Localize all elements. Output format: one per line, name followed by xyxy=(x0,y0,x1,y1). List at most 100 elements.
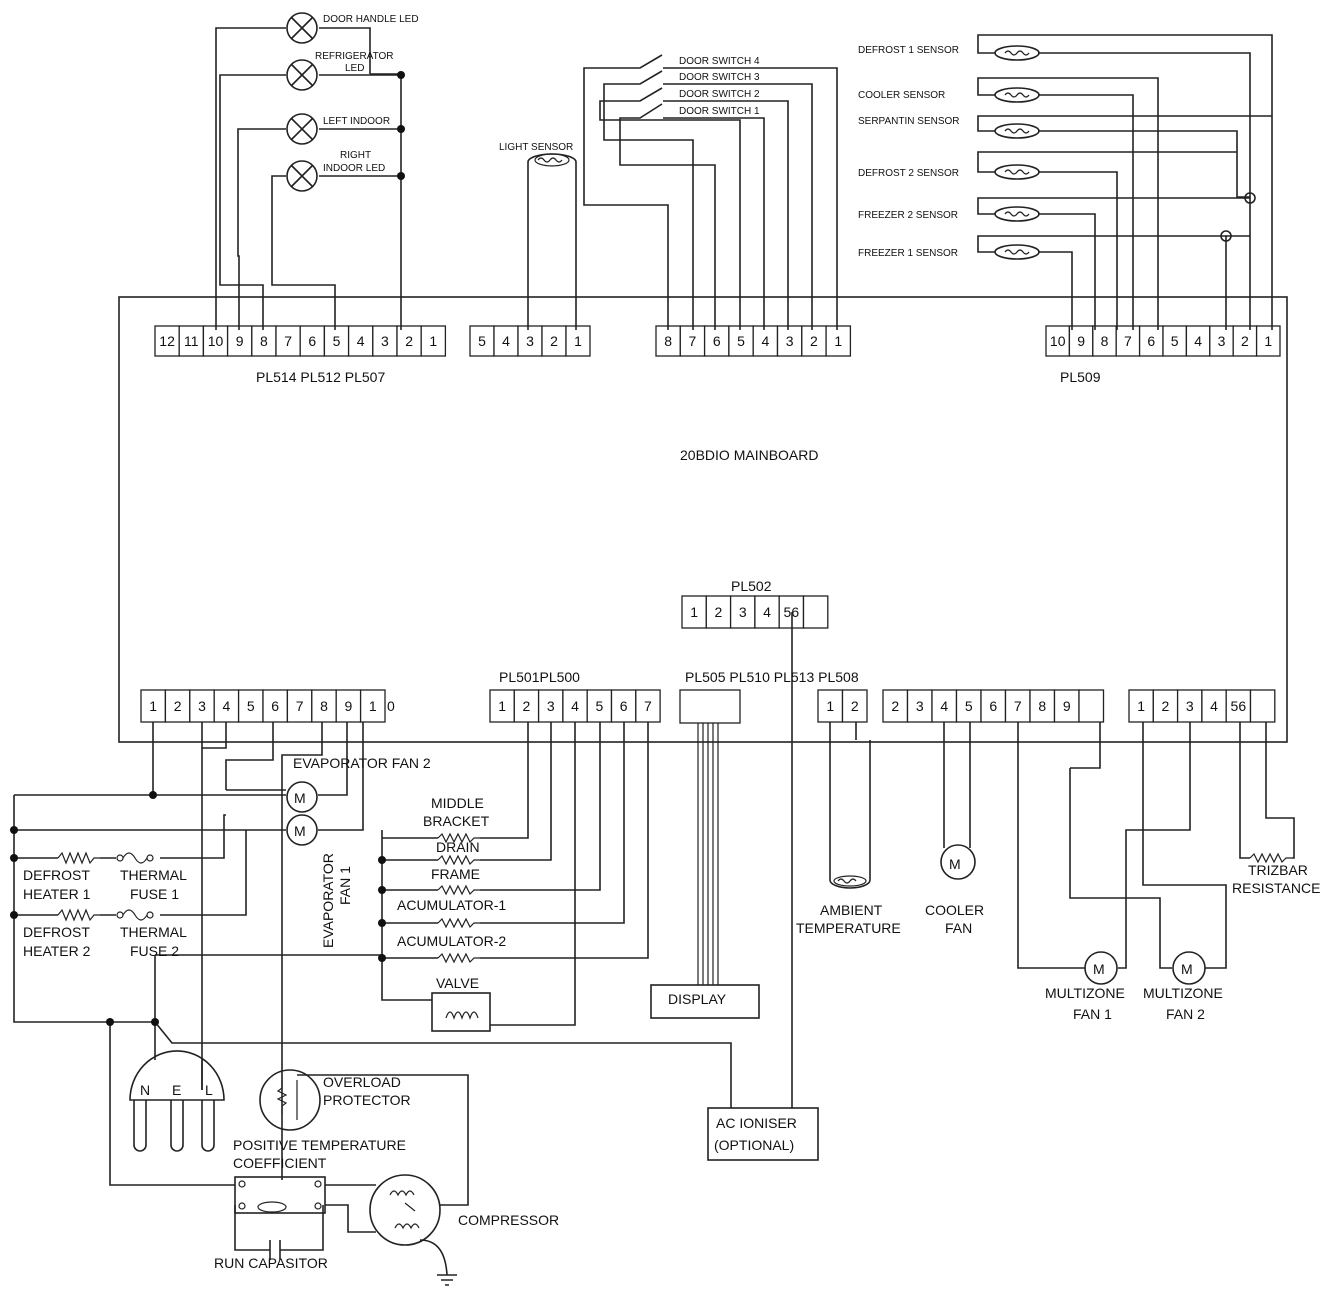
ac-ioniser-box xyxy=(707,1107,819,1161)
light-sensor-conn-pin: 4 xyxy=(493,325,519,357)
evaporator-fan-1-icon: M xyxy=(286,814,318,846)
pl514-pin-label: 1 xyxy=(429,333,437,349)
run-capacitor-icon xyxy=(269,1240,281,1260)
multizone-fan-1-icon: M xyxy=(1084,951,1118,985)
pl514-pin-label: 6 xyxy=(308,333,316,349)
label-multizone-1: MULTIZONE xyxy=(1045,985,1125,1001)
multizone-wiring xyxy=(1017,722,1295,969)
label-evaporator: EVAPORATOR xyxy=(320,853,336,948)
pl509-pin: 9 xyxy=(1068,325,1094,357)
ambient-conn-pin-label: 2 xyxy=(851,698,859,714)
cooler-conn-pin: 3 xyxy=(906,689,933,723)
pl501-pin: 2 xyxy=(513,689,540,723)
label-heater-1: HEATER 1 xyxy=(23,886,91,902)
light-sensor-conn-pin-label: 1 xyxy=(574,333,582,349)
compressor-wiring xyxy=(106,1018,469,1286)
compressor-icon xyxy=(369,1174,441,1246)
label-ambient: AMBIENT xyxy=(820,902,883,918)
bottom-left-conn-pin: 4 xyxy=(213,689,240,723)
label-freezer-2-sensor: FREEZER 2 SENSOR xyxy=(858,210,958,221)
pl514-pin: 5 xyxy=(323,325,350,357)
middle-bracket-heater-icon xyxy=(437,832,480,844)
door-conn-pin-label: 4 xyxy=(761,333,769,349)
pl514-pin-label: 3 xyxy=(381,333,389,349)
pl514-pin: 9 xyxy=(226,325,253,357)
multizone-conn-pin: 3 xyxy=(1176,689,1203,723)
multizone-conn-pin: 2 xyxy=(1152,689,1179,723)
label-defrost-1: DEFROST xyxy=(23,867,90,883)
cooler-conn-pin: 7 xyxy=(1004,689,1031,723)
left-power-wiring xyxy=(10,722,382,1105)
label-protector: PROTECTOR xyxy=(323,1092,411,1108)
label-frame: FRAME xyxy=(431,866,480,882)
label-fan-1: FAN 1 xyxy=(337,866,353,905)
pl509-pin-label: 5 xyxy=(1171,333,1179,349)
label-light-sensor: LIGHT SENSOR xyxy=(499,142,573,153)
light-sensor-conn-pin-label: 4 xyxy=(502,333,510,349)
pl502-pin: 3 xyxy=(729,595,756,629)
motor-symbol: M xyxy=(949,856,961,872)
label-door-handle-led: DOOR HANDLE LED xyxy=(323,14,419,25)
label-refrigerator-led: LED xyxy=(345,63,364,74)
door-conn-pin-label: 2 xyxy=(810,333,818,349)
sensor-icons xyxy=(994,45,1040,260)
bottom-left-conn-pin: 6 xyxy=(262,689,289,723)
label-optional: (OPTIONAL) xyxy=(714,1137,794,1153)
door-conn-pin: 6 xyxy=(703,325,730,357)
pl514-pin: 7 xyxy=(275,325,301,357)
label-run-capacitor: RUN CAPASITOR xyxy=(214,1255,328,1271)
frame-heater-icon xyxy=(437,884,480,896)
bottom-left-conn-pin-label: 4 xyxy=(223,698,231,714)
multizone-conn-pin: 1 xyxy=(1128,689,1154,723)
pl514-pin-label: 7 xyxy=(284,333,292,349)
connector-label-pl514: PL514 PL512 PL507 xyxy=(256,369,385,385)
label-coefficient: COEFFICIENT xyxy=(233,1155,327,1171)
drain-heater-icon xyxy=(437,854,480,866)
valve-icon xyxy=(431,992,491,1032)
multizone-conn-pin: 4 xyxy=(1201,689,1227,723)
label-left-indoor: LEFT INDOOR xyxy=(323,116,390,127)
multizone-conn-pin-label: 2 xyxy=(1162,698,1170,714)
label-thermal-2: THERMAL xyxy=(120,924,187,940)
pl501-pin: 5 xyxy=(586,689,613,723)
defrost-heater-2-icon xyxy=(57,908,100,922)
pl509-pin-label: 1 xyxy=(1264,333,1272,349)
pl509-pin-label: 3 xyxy=(1218,333,1226,349)
bottom-left-conn-pin-label: 3 xyxy=(198,698,206,714)
thermistor-icon xyxy=(994,123,1040,139)
sensor-wiring xyxy=(977,34,1273,330)
cooler-conn-pin: 9 xyxy=(1053,689,1080,723)
bottom-left-conn-pin-label: 1 xyxy=(149,698,157,714)
door-conn-pin-label: 1 xyxy=(834,333,842,349)
label-ac-ioniser: AC IONISER xyxy=(716,1115,797,1131)
pl501-pin-label: 7 xyxy=(644,698,652,714)
pl509-pin: 3 xyxy=(1209,325,1234,357)
cooler-conn-pin-label: 3 xyxy=(916,698,924,714)
cooler-fan-wiring xyxy=(943,722,971,848)
label-multizone-fan-1: FAN 1 xyxy=(1073,1006,1112,1022)
pl514-pin-label: 5 xyxy=(333,333,341,349)
label-resistance: RESISTANCE xyxy=(1232,880,1320,896)
motor-symbol: M xyxy=(294,823,306,839)
pl502-pin: 4 xyxy=(754,595,780,629)
label-trizbar: TRIZBAR xyxy=(1248,862,1308,878)
thermistor-icon xyxy=(994,206,1040,222)
label-right: RIGHT xyxy=(340,150,371,161)
pl502-pin-label: 3 xyxy=(739,604,747,620)
connector-label-pl509: PL509 xyxy=(1060,369,1101,385)
connector-label-pl505: PL505 PL510 PL513 PL508 xyxy=(685,669,859,685)
door-conn-pin: 7 xyxy=(679,325,706,357)
door-switch-wiring xyxy=(583,54,838,330)
cooler-conn-pin: 4 xyxy=(931,689,958,723)
acumulator-2-heater-icon xyxy=(437,952,480,964)
ambient-conn-pin-label: 1 xyxy=(826,698,834,714)
connector-label-pl501: PL501PL500 xyxy=(499,669,580,685)
light-sensor-conn-pin: 5 xyxy=(469,325,495,357)
label-freezer-1-sensor: FREEZER 1 SENSOR xyxy=(858,248,958,259)
